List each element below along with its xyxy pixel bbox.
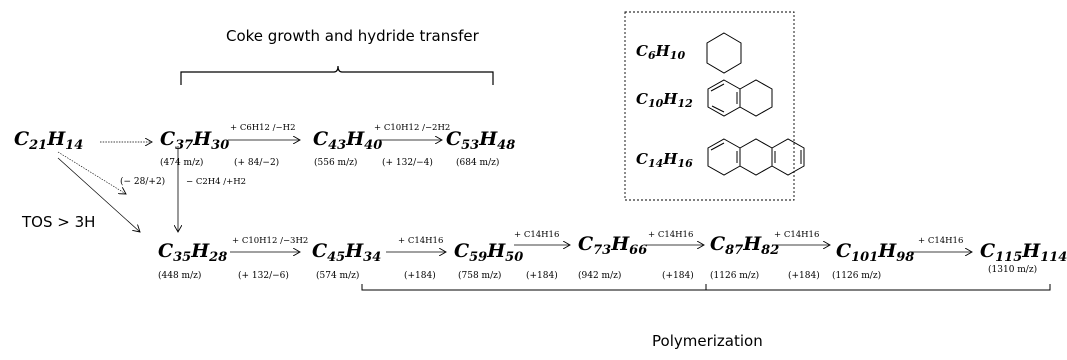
mz-c35: (448 m/z) [158,271,202,281]
cyclohexene-structure [706,32,742,74]
delta-c87-c101: (+184) [788,271,820,281]
arrow-c21-c35-a [57,151,126,194]
mz-c37: (474 m/z) [160,158,204,168]
coke-growth-label: Coke growth and hydride transfer [226,27,479,45]
species-c59h50: C59H50 [454,240,524,265]
legend-box [624,11,795,201]
tos-label: TOS > 3H [22,213,96,231]
reagent-c35-c45: + C10H12 /−3H2 [232,236,309,246]
reagent-c37-c43: + C6H12 /−H2 [230,123,296,133]
delta-c59-c73: (+184) [526,271,558,281]
species-c101h98: C101H98 [836,240,915,265]
species-c37h30: C37H30 [160,128,230,153]
mz-c59: (758 m/z) [458,271,502,281]
reagent-c87-c101: + C14H16 [774,230,820,240]
delta-c43-c53: (+ 132/−4) [382,158,433,168]
delta-c37-c43: (+ 84/−2) [234,158,280,168]
coke-growth-brace [180,65,494,85]
polymerization-label: Polymerization [652,332,763,350]
delta-c73-c87: (+184) [662,271,694,281]
reagent-c37-c35: − C2H4 /+H2 [186,177,247,187]
legend-c10h12: C10H12 [636,90,693,110]
species-c45h34: C45H34 [312,240,382,265]
reagent-c73-c87: + C14H16 [648,230,694,240]
mz-c115: (1310 m/z) [988,265,1038,275]
mz-c87: (1126 m/z) [710,271,760,281]
delta-c37-c35: (− 28/+2) [120,177,166,187]
delta-c45-c59: (+184) [404,271,436,281]
species-c87h82: C87H82 [710,233,780,258]
species-c53h48: C53H48 [446,128,516,153]
mz-c53: (684 m/z) [456,158,500,168]
delta-c35-c45: (+ 132/−6) [238,271,289,281]
species-c21h14: C21H14 [14,128,84,153]
mz-c45: (574 m/z) [316,271,360,281]
reagent-c45-c59: + C14H16 [398,236,444,246]
polymerization-brace [361,284,1051,291]
hexahydroanthracene-structure [707,138,805,176]
legend-c14h16: C14H16 [636,150,693,170]
legend-c6h10: C6H10 [636,42,686,62]
arrow-c21-c35-b [57,157,140,232]
species-c73h66: C73H66 [578,233,648,258]
reagent-c59-c73: + C14H16 [514,230,560,240]
species-c35h28: C35H28 [158,240,228,265]
mz-c101: (1126 m/z) [832,271,882,281]
mz-c43: (556 m/z) [314,158,358,168]
species-c43h40: C43H40 [313,128,383,153]
tetralin-structure [707,79,773,117]
species-c115h114: C115H114 [980,240,1067,265]
reagent-c43-c53: + C10H12 /−2H2 [374,123,451,133]
mz-c73: (942 m/z) [578,271,622,281]
reagent-c101-c115: + C14H16 [918,236,964,246]
